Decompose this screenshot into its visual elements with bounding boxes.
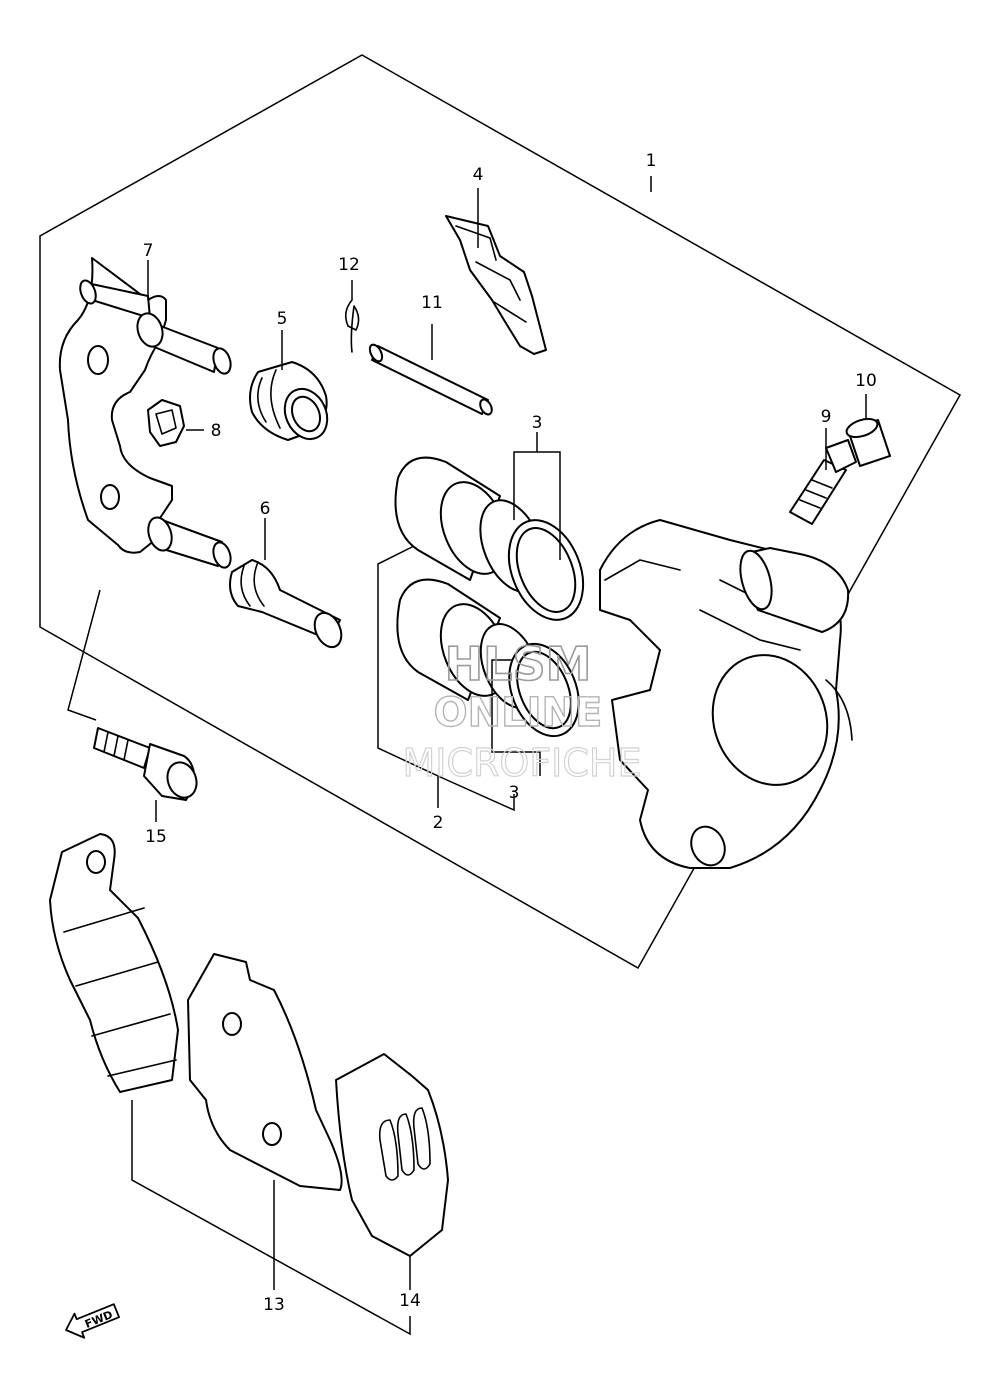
assembly-boundary-outline <box>39 54 962 970</box>
callout-7[interactable]: 7 <box>143 241 154 261</box>
callout-15[interactable]: 15 <box>145 827 167 847</box>
callout-14[interactable]: 14 <box>399 1291 421 1311</box>
part-14-pad-shim[interactable] <box>335 1053 449 1257</box>
fwd-arrow-icon: FWD <box>65 1303 120 1339</box>
watermark-line-1: HLSM <box>445 637 592 691</box>
callout-9[interactable]: 9 <box>821 407 832 427</box>
part-13-brake-pad-front[interactable] <box>49 833 179 1093</box>
part-9-bleeder-screw[interactable] <box>789 439 857 525</box>
leader-lines <box>67 176 867 1336</box>
callout-2[interactable]: 2 <box>433 813 444 833</box>
part-3-seal-lower[interactable] <box>469 615 591 746</box>
watermark-line-3: MICROFICHE <box>402 741 641 785</box>
part-5-rubber-boot[interactable] <box>249 361 335 446</box>
callout-4[interactable]: 4 <box>473 165 484 185</box>
callout-1[interactable]: 1 <box>646 151 657 171</box>
caliper-body[interactable] <box>599 519 853 871</box>
callout-11[interactable]: 11 <box>421 293 443 313</box>
callout-3-upper[interactable]: 3 <box>532 413 543 433</box>
part-3-seal-upper[interactable] <box>468 491 597 631</box>
callout-13[interactable]: 13 <box>263 1295 285 1315</box>
callout-labels: 1 2 3 3 4 5 6 7 8 9 10 11 12 13 14 15 <box>143 151 877 1315</box>
watermark: HLSM ONLINE MICROFICHE <box>402 636 642 785</box>
part-8-bracket-clip[interactable] <box>147 399 185 447</box>
part-13-brake-pad-rear[interactable] <box>187 953 343 1191</box>
part-12-r-clip[interactable] <box>344 299 360 353</box>
callout-6[interactable]: 6 <box>260 499 271 519</box>
part-11-pad-pin[interactable] <box>367 343 494 417</box>
part-15-bolt[interactable] <box>93 727 201 802</box>
part-7-caliper-bracket[interactable] <box>58 257 234 570</box>
part-4-pad-spring[interactable] <box>445 215 547 355</box>
callout-5[interactable]: 5 <box>277 309 288 329</box>
fwd-label: FWD <box>83 1308 115 1331</box>
callout-10[interactable]: 10 <box>855 371 877 391</box>
part-6-slide-pin[interactable] <box>229 559 346 651</box>
callout-12[interactable]: 12 <box>338 255 360 275</box>
part-10-bleeder-cap[interactable] <box>844 415 891 467</box>
callout-3-lower[interactable]: 3 <box>509 783 520 803</box>
callout-8[interactable]: 8 <box>211 421 222 441</box>
watermark-line-2: ONLINE <box>434 690 603 736</box>
